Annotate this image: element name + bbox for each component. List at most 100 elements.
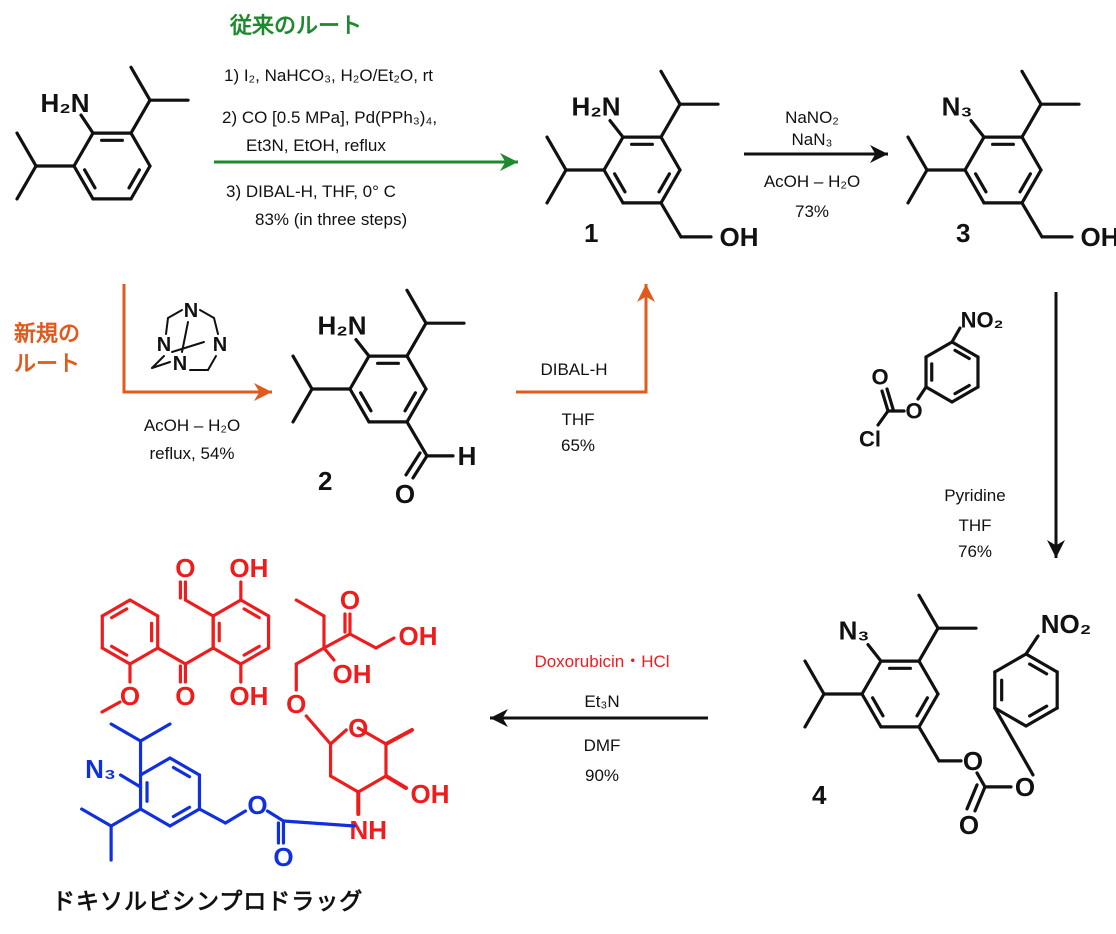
benzene-ring xyxy=(72,164,95,201)
aromatic-ring-c xyxy=(239,646,271,666)
isopropyl-bond xyxy=(405,288,428,325)
tertiary-oh-label: OH xyxy=(332,659,371,689)
reduction-solvent: THF xyxy=(561,410,595,429)
isopropyl-bond xyxy=(906,135,929,172)
conventional-step-yield: 83% (in three steps) xyxy=(255,210,408,229)
compound-2-label: 2 xyxy=(318,466,333,496)
benzene-ring xyxy=(72,131,95,168)
amine-bond xyxy=(866,642,883,663)
ch2-bond xyxy=(197,807,228,825)
nitro-bond xyxy=(1024,634,1040,656)
nitrophenyl-ring xyxy=(950,340,980,359)
nitrophenyl-ring xyxy=(993,706,1028,728)
carbamate-bond xyxy=(265,809,286,823)
benzene-ring xyxy=(917,659,940,696)
conventional-step-line2: 2) CO [0.5 MPa], Pd(PPh₃)₄, xyxy=(222,108,438,127)
cho-bond xyxy=(405,420,429,458)
aryl-o-bond xyxy=(916,385,928,401)
nitrophenyl-ring-double xyxy=(1028,704,1049,718)
ch2-oh-bond xyxy=(374,636,396,650)
compound-1-label: 1 xyxy=(584,218,599,248)
tertiary-oh-bond xyxy=(322,646,336,662)
aromatic-ring-a-double xyxy=(110,607,129,620)
nitrogen-group-label: H₂N xyxy=(571,92,620,122)
hexamine-n: N xyxy=(157,334,171,356)
aromatic-ring-a xyxy=(128,598,160,618)
ether-o-label: O xyxy=(905,399,922,424)
nitrophenyl-ring xyxy=(993,652,1028,674)
quinone-ring-bond xyxy=(183,646,215,666)
carbonyl-bond xyxy=(880,389,890,413)
primary-oh-label: OH xyxy=(398,621,437,651)
nitrophenyl-ring xyxy=(1024,652,1059,674)
nitro-label: NO₂ xyxy=(961,308,1004,333)
aromatic-ring-c xyxy=(211,646,243,666)
isopropyl-bond xyxy=(659,69,682,106)
benzyl-ring-double xyxy=(171,765,192,779)
methoxy-o-label: O xyxy=(120,681,140,711)
isopropyl-bond xyxy=(803,692,826,729)
isopropyl-bond xyxy=(906,168,929,205)
benzyl-ring-double xyxy=(171,805,192,819)
benzene-ring xyxy=(405,387,428,424)
cyclohexane-bond xyxy=(294,646,326,666)
benzene-ring xyxy=(659,135,682,172)
amine-bond xyxy=(79,113,95,135)
compound-3-label: 3 xyxy=(956,218,971,248)
isopropyl-bond xyxy=(1020,102,1043,139)
chlorine-label: Cl xyxy=(859,427,881,452)
hexamine-bond xyxy=(151,355,165,369)
aromatic-ring-c xyxy=(239,598,271,618)
new-step-condition: reflux, 54% xyxy=(149,444,235,463)
isopropyl-bond xyxy=(1020,69,1043,106)
methyl-bond xyxy=(100,700,122,714)
benzyl-ring xyxy=(138,807,172,828)
prodrug-name: ドキソルビシンプロドラッグ xyxy=(52,889,364,915)
hexamine-bond xyxy=(213,317,219,335)
hydroxyl-wedge xyxy=(383,774,408,790)
benzene-ring xyxy=(659,168,682,205)
nitrophenyl-ring xyxy=(924,340,954,359)
amine-label: H₂N xyxy=(40,88,89,118)
ketone-bond xyxy=(322,632,352,650)
azide-reagent1: NaNO₂ xyxy=(785,108,839,127)
benzene-ring xyxy=(963,168,986,205)
benzene-ring xyxy=(917,692,940,729)
phenol-oh-label: OH xyxy=(229,553,268,583)
carbonyl-o-label: O xyxy=(959,810,979,840)
hydroxyl-label: OH xyxy=(720,222,759,252)
benzene-ring xyxy=(963,135,986,172)
ether-o-label: O xyxy=(963,746,983,776)
benzene-ring-double xyxy=(358,391,373,413)
carbonyl-o-label: O xyxy=(395,479,415,509)
aromatic-ring-a xyxy=(100,598,132,618)
aryl-o-bond xyxy=(993,706,1035,777)
isopropyl-bond xyxy=(109,722,143,743)
azide-reagent2: NaN₃ xyxy=(791,130,833,149)
benzene-ring-double xyxy=(870,696,885,718)
benzene-ring xyxy=(348,387,371,424)
nitrogen-group-label: H₂N xyxy=(317,311,366,341)
ketone-o-label: O xyxy=(340,585,360,615)
carbonyl-o-label: O xyxy=(871,365,888,390)
hexamine-bond xyxy=(151,361,171,369)
coupling-yield: 90% xyxy=(584,766,620,785)
hydroxyl-label: OH xyxy=(1081,222,1116,252)
phenol-oh-label: OH xyxy=(229,681,268,711)
hexamine-bond xyxy=(181,321,189,353)
carbonyl-double xyxy=(965,783,979,811)
reduction-yield: 65% xyxy=(560,436,596,455)
aromatic-ring-a xyxy=(100,646,132,666)
carbonate-yield: 76% xyxy=(957,542,993,561)
benzene-ring-double xyxy=(612,172,627,194)
isopropyl-bond xyxy=(80,807,113,828)
isopropyl-bond xyxy=(291,354,314,391)
benzene-ring-double xyxy=(915,696,930,718)
hexamine-bond xyxy=(165,317,169,335)
ch2-o-bond xyxy=(223,809,248,825)
conventional-route-arrow-head xyxy=(500,153,518,171)
benzyl-ring xyxy=(138,756,172,777)
benzene-ring-double xyxy=(973,172,988,194)
new-route-title-line1: 新規の xyxy=(14,322,81,347)
benzene-ring-double xyxy=(82,168,97,190)
